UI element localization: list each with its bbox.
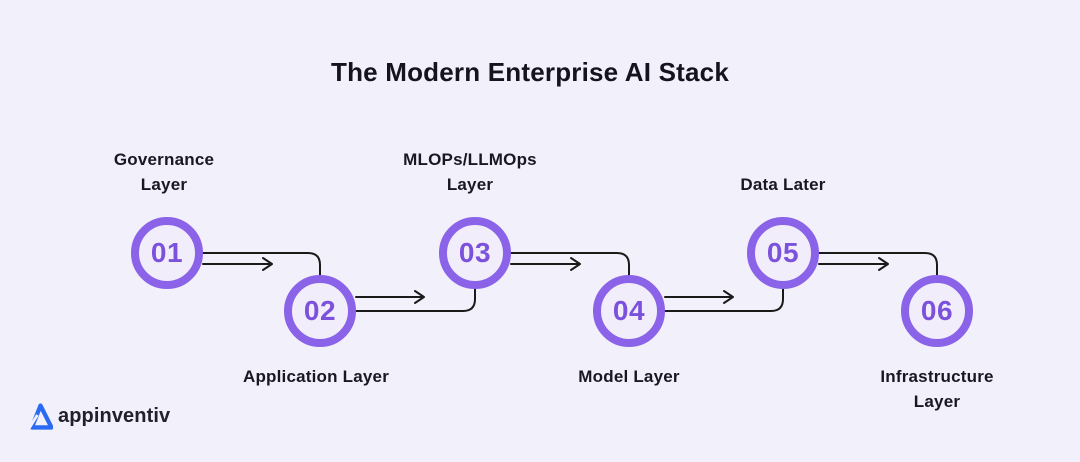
connector-02-03-elbow (355, 288, 476, 312)
step-label-line: Application Layer (242, 367, 390, 386)
step-circle-application: 02 (284, 275, 356, 347)
step-circle-data: 05 (747, 217, 819, 289)
step-label-line: Data Later (740, 175, 826, 194)
step-number: 04 (612, 295, 646, 326)
logo-slash (28, 414, 39, 430)
connector-05-06-elbow (818, 252, 938, 276)
step-label-line: Layer (446, 175, 494, 194)
connector-04-05-arrow (664, 290, 734, 304)
connector-01-02-elbow (202, 252, 321, 276)
step-label-line: MLOPs/LLMOps (403, 150, 537, 169)
connector-05-06-arrow (818, 257, 889, 271)
step-circle-governance: 01 (131, 217, 203, 289)
connector-01-02-arrow (202, 257, 273, 271)
brand-logo: appinventiv (28, 403, 170, 430)
step-label-line: Infrastructure (880, 367, 994, 386)
step-label-governance: Governance Layer (114, 147, 214, 197)
connector-03-04-elbow (510, 252, 630, 276)
page-title: The Modern Enterprise AI Stack (330, 57, 730, 87)
brand-name: appinventiv (58, 405, 171, 427)
step-circle-infrastructure: 06 (901, 275, 973, 347)
step-number: 01 (150, 237, 184, 268)
connector-04-05-elbow (664, 288, 784, 312)
step-label-data: Data Later (740, 172, 825, 197)
step-label-line: Layer (140, 175, 188, 194)
step-label-infrastructure: Infrastructure Layer (880, 364, 993, 414)
step-label-line: Governance (113, 150, 215, 169)
step-number: 06 (920, 295, 954, 326)
step-label-model: Model Layer (578, 364, 679, 389)
step-circle-mlops-llmops: 03 (439, 217, 511, 289)
appinventiv-logo-icon (28, 403, 53, 430)
step-circle-model: 04 (593, 275, 665, 347)
step-label-application: Application Layer (243, 364, 389, 389)
step-number: 02 (303, 295, 337, 326)
step-number: 05 (766, 237, 800, 268)
step-label-line: Layer (913, 392, 961, 411)
step-label-line: Model Layer (578, 367, 680, 386)
connector-02-03-arrow (355, 290, 425, 304)
step-label-mlops-llmops: MLOPs/LLMOps Layer (403, 147, 537, 197)
connector-03-04-arrow (510, 257, 581, 271)
step-number: 03 (458, 237, 492, 268)
